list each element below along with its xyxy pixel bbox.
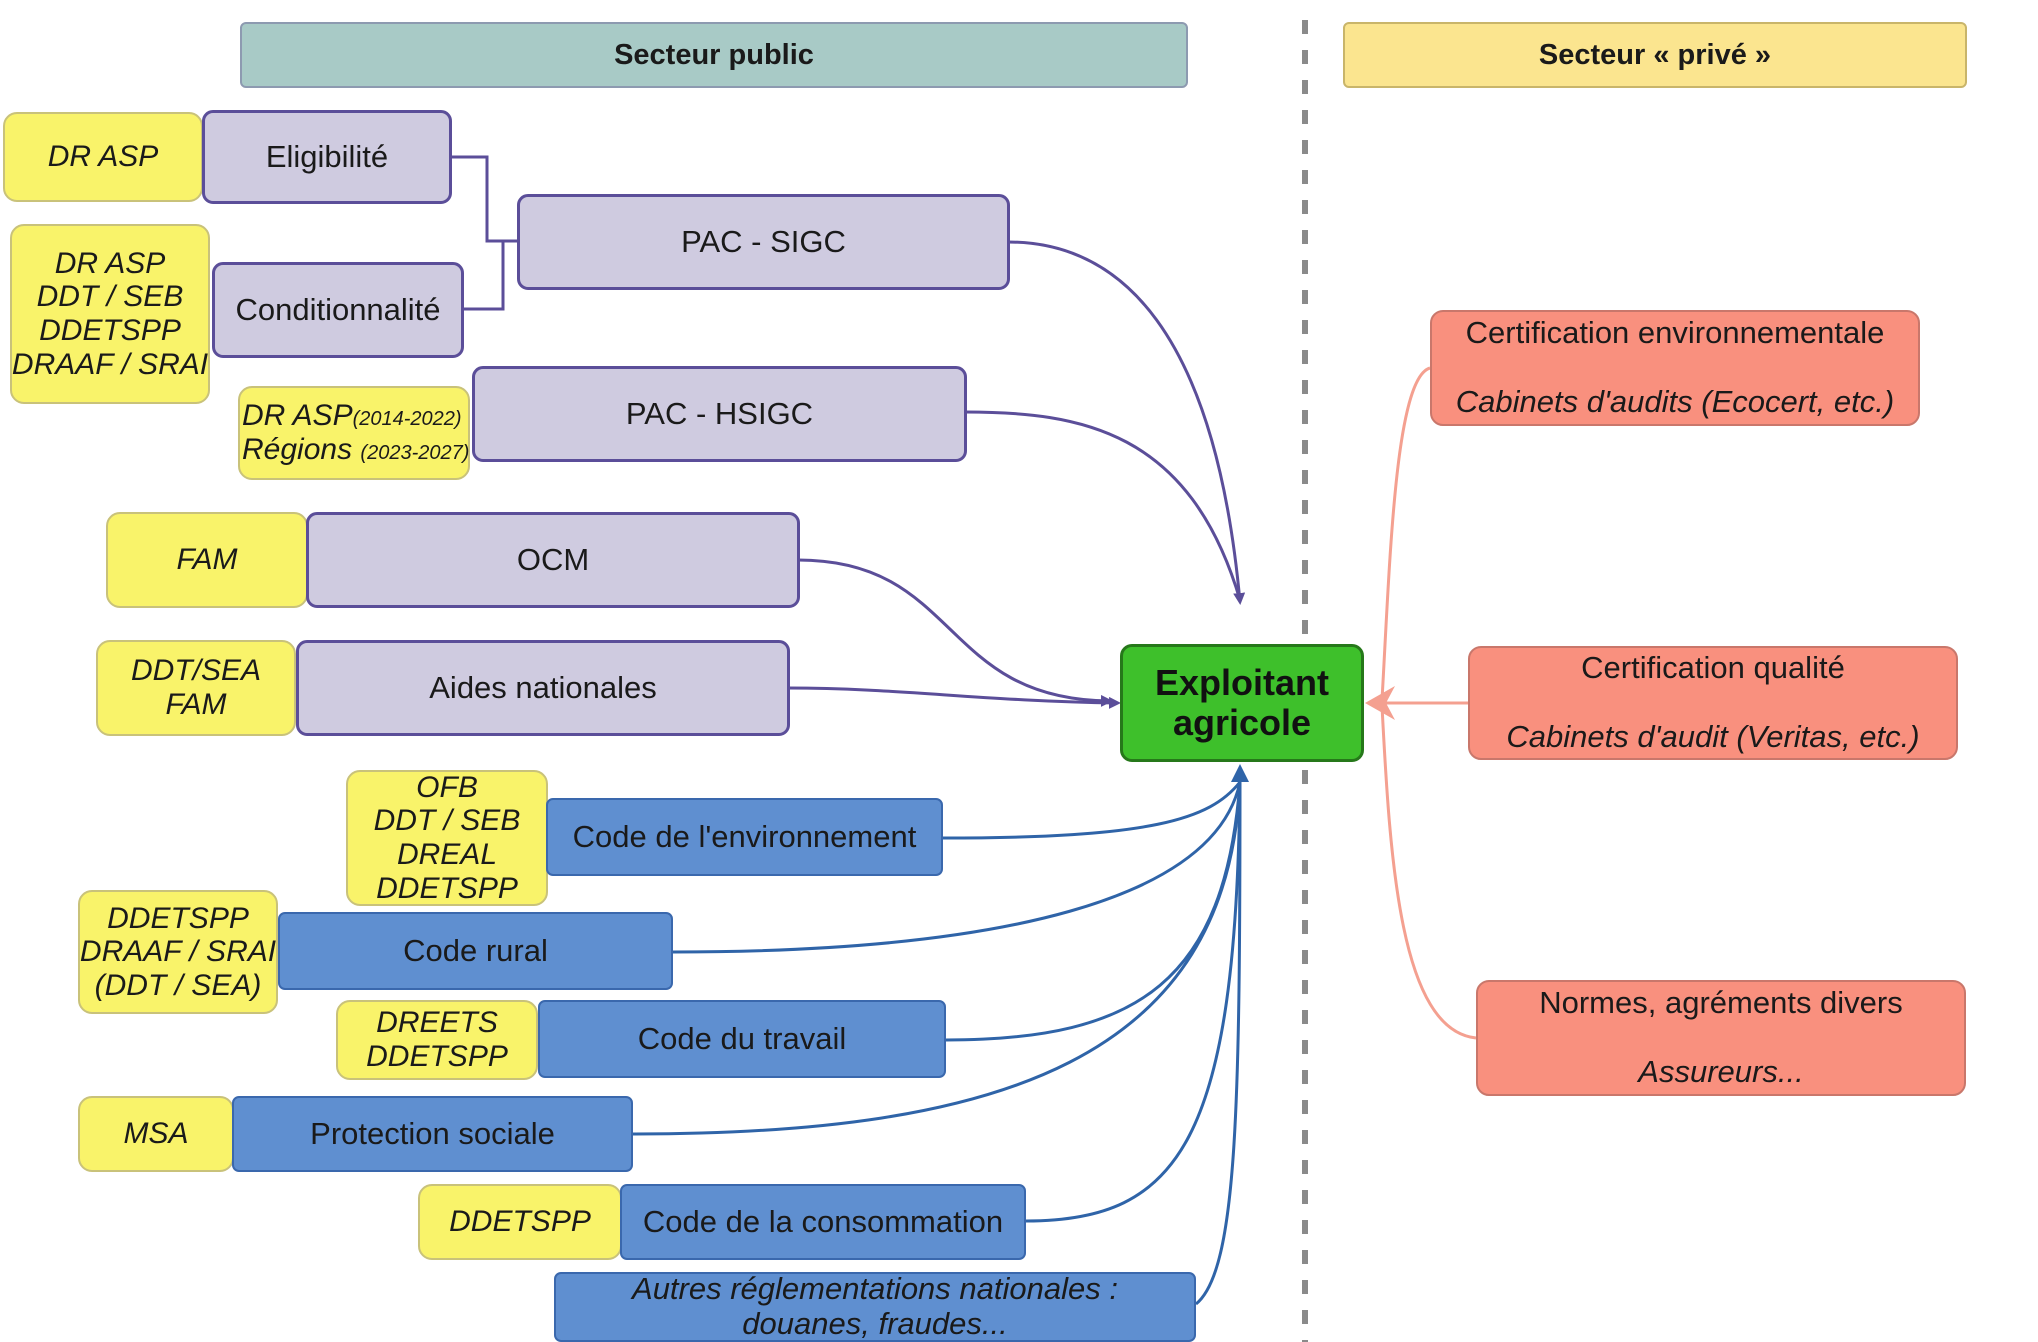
agency-line-regions: Régions (2023-2027): [242, 433, 469, 467]
agency-line: DDETSPP: [366, 1040, 508, 1073]
agency-line-main: Régions: [242, 433, 353, 466]
agency-line: MSA: [123, 1117, 189, 1151]
header-secteur-prive: Secteur « privé »: [1343, 22, 1967, 88]
agency-protection: MSA: [78, 1096, 234, 1172]
agency-aides: DDT/SEA FAM: [96, 640, 296, 736]
agency-line: DDETSPP: [449, 1205, 591, 1239]
connector-aides: [787, 686, 1121, 709]
agency-eligibilite: DR ASP: [3, 112, 203, 202]
connector-autres: [1195, 764, 1249, 1306]
agency-travail: DREETS DDETSPP: [336, 1000, 538, 1080]
exploitant-agricole: Exploitant agricole: [1120, 644, 1364, 762]
box-code-environnement: Code de l'environnement: [546, 798, 943, 876]
salmon-arrowhead: [1365, 686, 1395, 720]
box-ocm: OCM: [306, 512, 800, 608]
connector-normes: [1380, 705, 1477, 1040]
agency-line: DRAAF / SRAI: [79, 935, 277, 969]
agency-conditionnalite: DR ASP DDT / SEB DDETSPP DRAAF / SRAI: [10, 224, 210, 404]
header-secteur-public: Secteur public: [240, 22, 1188, 88]
box-certification-environnementale: Certification environnementale Cabinets …: [1430, 310, 1920, 426]
agency-ocm: FAM: [106, 512, 308, 608]
box-certification-qualite: Certification qualité Cabinets d'audit (…: [1468, 646, 1958, 760]
box-code-rural: Code rural: [278, 912, 673, 990]
connector-eligibilite: [450, 155, 519, 243]
agency-line: DDT / SEB: [36, 280, 184, 314]
agency-period: (2014-2022): [352, 408, 462, 431]
agency-line: FAM: [165, 688, 227, 721]
box-label-line2: Cabinets d'audits (Ecocert, etc.): [1455, 384, 1895, 419]
agency-rural: DDETSPP DRAAF / SRAI (DDT / SEA): [78, 890, 278, 1014]
box-label-line2: douanes, fraudes...: [742, 1306, 1008, 1341]
agency-line: DR ASP: [47, 140, 159, 174]
connector-protection: [632, 781, 1242, 1136]
box-label: PAC - HSIGC: [625, 395, 814, 431]
box-label: Code rural: [403, 932, 548, 968]
agency-environnement: OFB DDT / SEB DREAL DDETSPP: [346, 770, 548, 906]
agency-line: (DDT / SEA): [94, 968, 262, 1002]
box-code-travail: Code du travail: [538, 1000, 946, 1078]
header-secteur-prive-label: Secteur « privé »: [1538, 38, 1772, 71]
agency-line: FAM: [176, 543, 238, 577]
agency-line: DDETSPP: [39, 314, 181, 347]
box-label: Code de l'environnement: [572, 818, 917, 854]
box-label-line1: Certification qualité: [1581, 650, 1845, 686]
agency-line: DR ASP: [54, 246, 166, 280]
agency-line: DDETSPP: [107, 901, 249, 935]
box-label: Code de la consommation: [642, 1203, 1004, 1239]
box-label: Aides nationales: [429, 669, 657, 705]
agency-line-main: DR ASP: [242, 399, 353, 433]
center-line2: agricole: [1172, 702, 1312, 743]
box-code-consommation: Code de la consommation: [620, 1184, 1026, 1260]
box-conditionnalite: Conditionnalité: [212, 262, 464, 358]
box-label-line1: Normes, agréments divers: [1539, 985, 1903, 1021]
connector-pac-sigc: [1007, 240, 1246, 605]
connector-certif-env: [1380, 366, 1431, 701]
box-aides-nationales: Aides nationales: [296, 640, 790, 736]
connector-consommation: [1025, 781, 1242, 1223]
box-label-line2: Assureurs...: [1638, 1054, 1804, 1089]
agency-line: DDT/SEA: [130, 654, 262, 688]
header-secteur-public-label: Secteur public: [614, 38, 814, 71]
agency-line: DDT / SEB: [373, 804, 521, 838]
connector-ocm: [797, 558, 1113, 707]
agency-line: DREETS: [376, 1006, 498, 1040]
agency-line-asp: DR ASP(2014-2022): [242, 399, 462, 433]
box-pac-hsigc: PAC - HSIGC: [472, 366, 967, 462]
agency-line: DRAAF / SRAI: [11, 347, 209, 381]
agency-period: (2023-2027): [360, 442, 470, 464]
agency-consommation: DDETSPP: [418, 1184, 622, 1260]
box-label: Protection sociale: [310, 1115, 555, 1151]
box-label: Conditionnalité: [235, 291, 441, 327]
box-protection-sociale: Protection sociale: [232, 1096, 633, 1172]
box-normes-agrements: Normes, agréments divers Assureurs...: [1476, 980, 1966, 1096]
agency-line: OFB: [416, 770, 478, 804]
agency-hsigc: DR ASP(2014-2022) Régions (2023-2027): [238, 386, 470, 480]
box-label: PAC - SIGC: [681, 223, 846, 259]
box-label-line1: Certification environnementale: [1465, 315, 1885, 351]
box-label: Eligibilité: [265, 138, 389, 174]
box-autres-reglementations: Autres réglementations nationales : doua…: [554, 1272, 1196, 1342]
connector-conditionnalite: [462, 241, 505, 311]
connector-pac-hsigc: [964, 410, 1242, 601]
connector-environnement: [942, 781, 1242, 840]
box-label-line2: Cabinets d'audit (Veritas, etc.): [1506, 719, 1920, 754]
box-label: OCM: [516, 541, 590, 577]
box-label: Code du travail: [637, 1020, 847, 1056]
box-label-line1: Autres réglementations nationales :: [632, 1271, 1118, 1307]
connector-rural: [672, 781, 1242, 954]
box-pac-sigc: PAC - SIGC: [517, 194, 1010, 290]
center-line1: Exploitant: [1154, 661, 1329, 703]
agency-line: DREAL: [396, 838, 498, 871]
box-eligibilite: Eligibilité: [202, 110, 452, 204]
connector-travail: [945, 781, 1242, 1042]
agency-line: DDETSPP: [376, 871, 518, 905]
